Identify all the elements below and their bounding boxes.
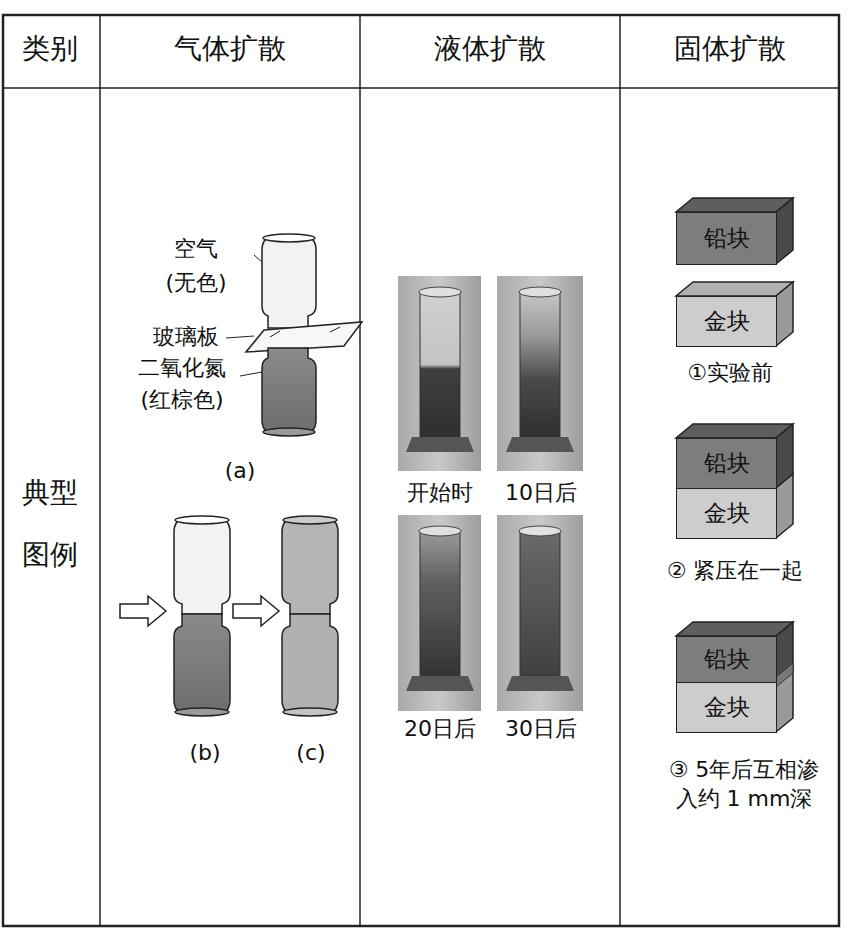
block-label: 铅块 xyxy=(704,448,750,479)
gold-block: 金块 xyxy=(676,682,777,733)
block-label: 铅块 xyxy=(704,644,750,675)
figure-tag: (b) xyxy=(175,738,235,768)
lead-block: 铅块 xyxy=(676,438,777,489)
photo-caption: 10日后 xyxy=(491,478,591,508)
table-header: 类别 xyxy=(5,30,95,68)
photo-caption: 20日后 xyxy=(390,714,490,744)
block-label: 金块 xyxy=(704,306,750,337)
gold-block: 金块 xyxy=(676,488,777,539)
row-header: 典型 图例 xyxy=(17,462,83,585)
figure-tag: (a) xyxy=(210,456,270,486)
block-arrows xyxy=(120,596,279,626)
table-header: 气体扩散 xyxy=(110,30,350,68)
step-caption: ①实验前 xyxy=(635,358,825,388)
gas-label: 玻璃板 xyxy=(141,322,231,352)
block-label: 金块 xyxy=(704,498,750,529)
gas-bottles-b xyxy=(174,516,230,716)
gas-bottles-a xyxy=(226,234,362,436)
table-header: 固体扩散 xyxy=(630,30,830,68)
gas-bottles-c xyxy=(282,516,338,716)
table-grid xyxy=(3,15,839,926)
table-header: 液体扩散 xyxy=(370,30,610,68)
gas-label: 空气 (无色) xyxy=(156,232,236,300)
photo-caption: 开始时 xyxy=(390,478,490,508)
step-caption: ③ 5年后互相渗 入约 1 mm深 xyxy=(661,756,828,813)
block-label: 铅块 xyxy=(704,223,750,254)
figure-tag: (c) xyxy=(281,738,341,768)
photo-caption: 30日后 xyxy=(491,714,591,744)
gas-label: 二氧化氮 (红棕色) xyxy=(130,352,234,416)
step-caption: ② 紧压在一起 xyxy=(635,556,835,586)
lead-block: 铅块 xyxy=(676,636,777,683)
gold-block: 金块 xyxy=(676,296,777,347)
block-faces xyxy=(676,198,793,732)
block-label: 金块 xyxy=(704,692,750,723)
lead-block: 铅块 xyxy=(676,212,777,265)
